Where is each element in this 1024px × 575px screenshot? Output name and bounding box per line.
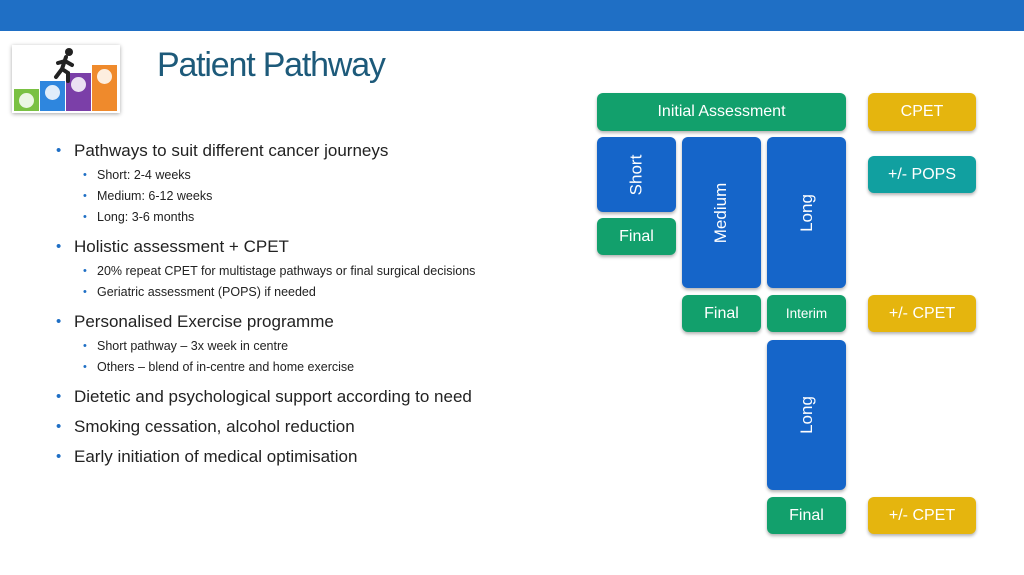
bullet-text: Dietetic and psychological support accor… bbox=[74, 387, 472, 406]
sub-bullet-item: Short: 2-4 weeks bbox=[74, 165, 576, 186]
bullet-text: Personalised Exercise programme bbox=[74, 312, 334, 331]
sub-bullet-list: 20% repeat CPET for multistage pathways … bbox=[74, 261, 576, 303]
sub-bullet-item: Short pathway – 3x week in centre bbox=[74, 336, 576, 357]
short-pathway-box: Short bbox=[597, 137, 676, 212]
sub-bullet-item: Long: 3-6 months bbox=[74, 207, 576, 228]
medium-pathway-box: Medium bbox=[682, 137, 761, 288]
page-title: Patient Pathway bbox=[157, 46, 386, 84]
long-continued-box: Long bbox=[767, 340, 846, 490]
bullet-text: Holistic assessment + CPET bbox=[74, 237, 289, 256]
bullet-item: Pathways to suit different cancer journe… bbox=[56, 140, 576, 228]
bullet-item: Dietetic and psychological support accor… bbox=[56, 386, 576, 408]
sub-bullet-item: Geriatric assessment (POPS) if needed bbox=[74, 282, 576, 303]
runner-icon bbox=[54, 48, 74, 83]
long-pathway-box: Long bbox=[767, 137, 846, 288]
bullet-item: Early initiation of medical optimisation bbox=[56, 446, 576, 468]
initial-assessment-box: Initial Assessment bbox=[597, 93, 846, 131]
bullet-text: Smoking cessation, alcohol reduction bbox=[74, 417, 355, 436]
bullet-text: Pathways to suit different cancer journe… bbox=[74, 141, 389, 160]
header-bar bbox=[0, 0, 1024, 31]
bullet-item: Personalised Exercise programmeShort pat… bbox=[56, 311, 576, 378]
pops-box: +/- POPS bbox=[868, 156, 976, 193]
step-orange-icon bbox=[92, 65, 117, 111]
final-short-box: Final bbox=[597, 218, 676, 255]
interim-box: Interim bbox=[767, 295, 846, 332]
sub-bullet-item: Others – blend of in-centre and home exe… bbox=[74, 357, 576, 378]
sub-bullet-list: Short: 2-4 weeksMedium: 6-12 weeksLong: … bbox=[74, 165, 576, 228]
logo-exercise-icon bbox=[12, 45, 120, 113]
sub-bullet-list: Short pathway – 3x week in centreOthers … bbox=[74, 336, 576, 378]
bullet-text: Early initiation of medical optimisation bbox=[74, 447, 358, 466]
bullet-item: Holistic assessment + CPET 20% repeat CPE… bbox=[56, 236, 576, 303]
cpet-optional-box: +/- CPET bbox=[868, 295, 976, 332]
step-green-icon bbox=[14, 89, 39, 111]
step-blue-icon bbox=[40, 81, 65, 111]
final-long-box: Final bbox=[767, 497, 846, 534]
step-purple-icon bbox=[66, 73, 91, 111]
cpet-box: CPET bbox=[868, 93, 976, 131]
final-medium-box: Final bbox=[682, 295, 761, 332]
sub-bullet-item: 20% repeat CPET for multistage pathways … bbox=[74, 261, 576, 282]
cpet-final-box: +/- CPET bbox=[868, 497, 976, 534]
bullet-item: Smoking cessation, alcohol reduction bbox=[56, 416, 576, 438]
sub-bullet-item: Medium: 6-12 weeks bbox=[74, 186, 576, 207]
bullet-list: Pathways to suit different cancer journe… bbox=[56, 140, 576, 468]
